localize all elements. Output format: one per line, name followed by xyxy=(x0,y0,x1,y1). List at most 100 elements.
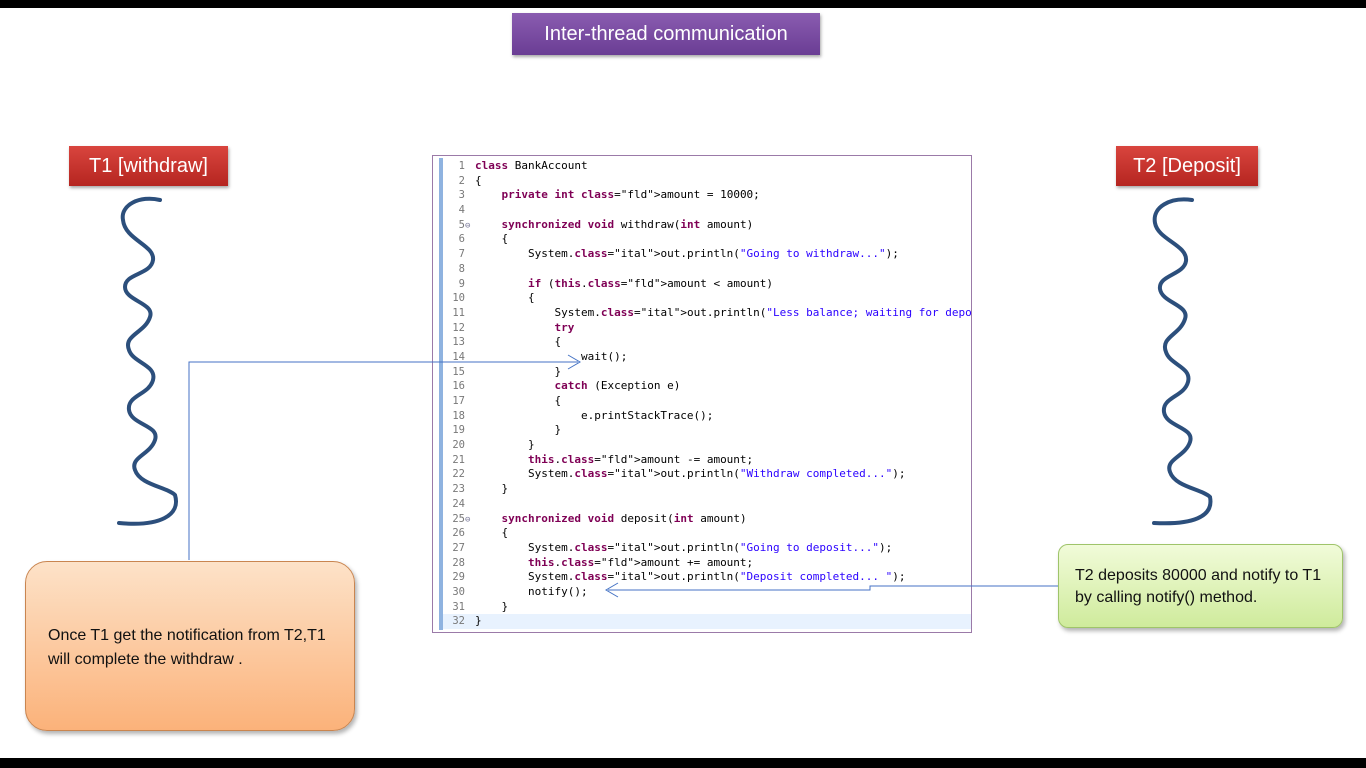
code-line: 1 class BankAccount xyxy=(443,159,971,174)
code-text: } xyxy=(475,423,562,437)
callout-t1-notification: Once T1 get the notification from T2,T1 … xyxy=(25,561,355,731)
fold-marker-icon xyxy=(465,233,475,248)
code-line: 26 { xyxy=(443,526,971,541)
line-number: 20 xyxy=(452,439,465,452)
code-line: 13 { xyxy=(443,335,971,350)
code-text: System.class="ital">out.println("Going t… xyxy=(475,540,893,554)
code-text: { xyxy=(475,173,482,187)
top-black-bar xyxy=(0,0,1366,8)
code-line: 2 { xyxy=(443,174,971,189)
code-line: 5⊖ synchronized void withdraw(int amount… xyxy=(443,218,971,233)
fold-marker-icon xyxy=(465,615,475,630)
line-number: 1 xyxy=(458,160,465,172)
line-number: 26 xyxy=(452,527,465,540)
code-text: } xyxy=(475,364,562,378)
code-text: { xyxy=(475,394,562,407)
code-line: 31 } xyxy=(443,600,971,615)
fold-marker-icon xyxy=(465,351,475,366)
code-line: 8 xyxy=(443,262,971,277)
code-line: 6 { xyxy=(443,232,971,247)
fold-marker-icon xyxy=(465,483,475,498)
code-text: System.class="ital">out.println("Less ba… xyxy=(475,305,972,319)
line-number: 9 xyxy=(458,277,465,290)
callout-t2-deposit: T2 deposits 80000 and notify to T1 by ca… xyxy=(1058,544,1343,628)
slide-title: Inter-thread communication xyxy=(512,13,820,55)
line-number: 16 xyxy=(452,380,465,393)
code-text: try xyxy=(554,320,575,334)
fold-marker-icon xyxy=(465,248,475,263)
line-number: 12 xyxy=(452,321,465,334)
line-number: 2 xyxy=(458,174,465,187)
line-number: 23 xyxy=(452,483,465,496)
code-line: 22 System.class="ital">out.println("With… xyxy=(443,467,971,482)
code-line: 17 { xyxy=(443,394,971,409)
fold-marker-icon[interactable]: ⊖ xyxy=(465,514,471,525)
code-line: 9 if (this.class="fld">amount < amount) xyxy=(443,277,971,292)
fold-marker-icon[interactable]: ⊖ xyxy=(465,220,471,231)
code-text: System.class="ital">out.println("Going t… xyxy=(475,247,899,261)
fold-marker-icon xyxy=(465,160,475,175)
line-number: 7 xyxy=(458,248,465,261)
line-number: 28 xyxy=(452,556,465,569)
thread-t1-wave xyxy=(117,196,178,526)
line-number: 13 xyxy=(452,336,465,349)
line-number: 4 xyxy=(458,204,465,217)
code-line: 25⊖ synchronized void deposit(int amount… xyxy=(443,512,971,527)
line-number: 17 xyxy=(452,395,465,407)
bottom-black-bar xyxy=(0,758,1366,768)
code-text: class BankAccount xyxy=(475,159,588,172)
code-text: { xyxy=(475,291,535,305)
line-number: 14 xyxy=(452,350,465,363)
code-text: } xyxy=(475,599,509,613)
fold-marker-icon xyxy=(465,307,475,322)
code-text: System.class="ital">out.println("Withdra… xyxy=(475,467,906,481)
code-line: 23 } xyxy=(443,482,971,497)
code-text: notify(); xyxy=(475,584,588,598)
thread-t1-label: T1 [withdraw] xyxy=(69,146,228,186)
line-number: 30 xyxy=(452,585,465,598)
fold-marker-icon xyxy=(465,586,475,601)
code-line: 4 xyxy=(443,203,971,218)
code-text: System.class="ital">out.println("Deposit… xyxy=(475,570,906,584)
code-line: 24 xyxy=(443,497,971,512)
code-text: catch (Exception e) xyxy=(554,379,681,393)
fold-marker-icon xyxy=(465,601,475,616)
fold-marker-icon xyxy=(465,336,475,351)
fold-marker-icon xyxy=(465,439,475,454)
line-number: 18 xyxy=(452,409,465,422)
line-number: 11 xyxy=(452,306,465,319)
fold-marker-icon xyxy=(465,204,475,219)
code-text: if (this.class="fld">amount < amount) xyxy=(527,276,774,290)
fold-marker-icon xyxy=(465,410,475,425)
line-number: 29 xyxy=(452,571,465,584)
line-number: 6 xyxy=(458,233,465,246)
line-number: 5 xyxy=(458,218,465,231)
code-text: wait(); xyxy=(475,349,628,363)
code-line: 18 e.printStackTrace(); xyxy=(443,409,971,424)
line-number: 27 xyxy=(452,541,465,554)
code-line: 29 System.class="ital">out.println("Depo… xyxy=(443,570,971,585)
fold-marker-icon xyxy=(465,424,475,439)
code-line: 30 notify(); xyxy=(443,585,971,600)
code-text: } xyxy=(475,614,482,628)
fold-marker-icon xyxy=(465,263,475,278)
line-number: 24 xyxy=(452,497,465,510)
code-text: synchronized void withdraw(int amount) xyxy=(501,217,754,231)
code-line: 10 { xyxy=(443,291,971,306)
fold-marker-icon xyxy=(465,557,475,572)
code-line: 32 } xyxy=(443,614,971,629)
fold-marker-icon xyxy=(465,366,475,381)
line-number: 22 xyxy=(452,468,465,481)
fold-marker-icon xyxy=(465,175,475,190)
code-line: 16 catch (Exception e) xyxy=(443,379,971,394)
line-number: 21 xyxy=(452,453,465,466)
code-text: { xyxy=(475,232,509,246)
line-number: 3 xyxy=(458,189,465,202)
code-line: 3 private int class="fld">amount = 10000… xyxy=(443,188,971,203)
code-text: } xyxy=(475,482,509,496)
code-line: 7 System.class="ital">out.println("Going… xyxy=(443,247,971,262)
code-line: 14 wait(); xyxy=(443,350,971,365)
fold-marker-icon xyxy=(465,395,475,410)
